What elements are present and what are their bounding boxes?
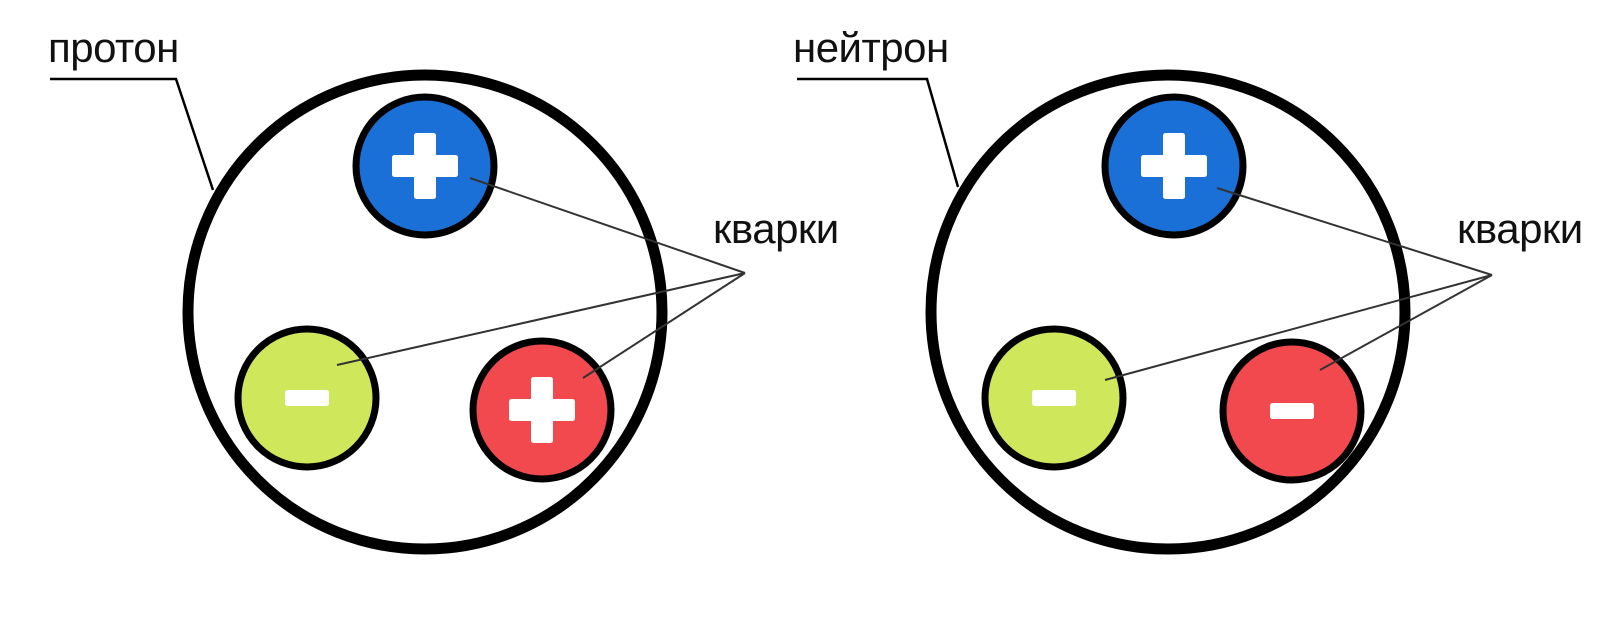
plus-sign-icon: [392, 133, 458, 199]
minus-sign-icon: [1270, 403, 1314, 419]
proton-quark-pointer-line-top: [469, 177, 746, 274]
proton-label: протон: [48, 24, 179, 71]
proton-quark-bottom-left: [234, 325, 380, 471]
neutron-quark-bottom-left: [981, 325, 1127, 471]
neutron-label: нейтрон: [793, 24, 949, 71]
proton-quark-pointer-line-bottom-right: [582, 272, 746, 379]
proton-quarks-label: кварки: [713, 205, 839, 252]
proton-quark-bottom-right: [469, 337, 615, 483]
neutron-diagram: [797, 69, 1493, 555]
neutron-quark-bottom-right: [1219, 338, 1365, 484]
proton-diagram: [50, 69, 746, 555]
proton-label-leader-line: [50, 77, 215, 191]
neutron-quarks-label: кварки: [1457, 205, 1583, 252]
plus-sign-vbar: [414, 133, 436, 199]
neutron-quark-pointer-line-bottom-right: [1319, 274, 1493, 371]
plus-sign-icon: [1141, 133, 1207, 199]
neutron-label-leader-line: [797, 77, 960, 188]
proton-quark-top: [352, 93, 498, 239]
minus-sign-icon: [1032, 390, 1076, 406]
minus-sign-icon: [285, 390, 329, 406]
proton-quark-pointer-line-bottom-left: [336, 272, 746, 366]
neutron-quark-top: [1101, 93, 1247, 239]
plus-sign-vbar: [531, 377, 553, 443]
neutron-quark-pointer-line-top: [1216, 187, 1493, 276]
neutron-quark-pointer-line-bottom-left: [1104, 274, 1493, 381]
labels-layer: протон кварки нейтрон кварки: [48, 24, 1583, 252]
plus-sign-icon: [509, 377, 575, 443]
plus-sign-vbar: [1163, 133, 1185, 199]
